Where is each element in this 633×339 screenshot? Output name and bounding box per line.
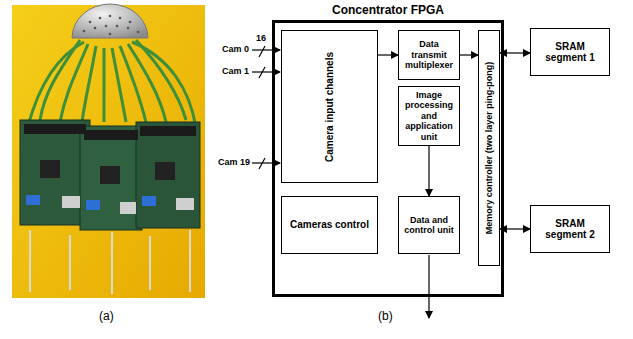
memory-controller-box: Memory controller (two layer ping-pong) [478,30,500,266]
box-label: Camera input channels [324,34,336,179]
sram-box: SRAM segment 2 [530,205,610,253]
signal-name: Cam 0 [222,44,249,54]
connector-arrow [378,54,398,55]
connector-arrow [500,228,530,229]
signal-name: Cam 1 [222,66,249,76]
input-channels-box: Camera input channels [281,30,378,183]
signal-name: Cam 19 [218,157,250,167]
connector-arrow [500,52,530,53]
processing-box: Image processing and application unit [398,86,460,146]
panel-label: (a) [99,309,114,323]
panel-label: (b) [378,309,393,323]
connector-arrow [460,54,478,55]
sram-box: SRAM segment 1 [530,28,610,76]
box-label: Data transmit multiplexer [402,39,456,70]
data-control-box: Data and control unit [398,196,460,254]
box-label: SRAM segment 1 [534,41,606,64]
box-label: SRAM segment 2 [534,218,606,241]
box-label: Memory controller (two layer ping-pong) [484,34,494,262]
multiplexer-box: Data transmit multiplexer [398,30,460,80]
connector-arrow [428,146,429,196]
box-label: Cameras control [285,219,374,231]
box-label: Data and control unit [402,215,456,236]
fpga-box: Concentrator FPGACamera input channelsDa… [272,20,504,297]
bus-width: 16 [256,33,266,43]
box-label: Image processing and application unit [402,90,456,142]
control-box: Cameras control [281,196,378,254]
box-title: Concentrator FPGA [275,4,501,18]
